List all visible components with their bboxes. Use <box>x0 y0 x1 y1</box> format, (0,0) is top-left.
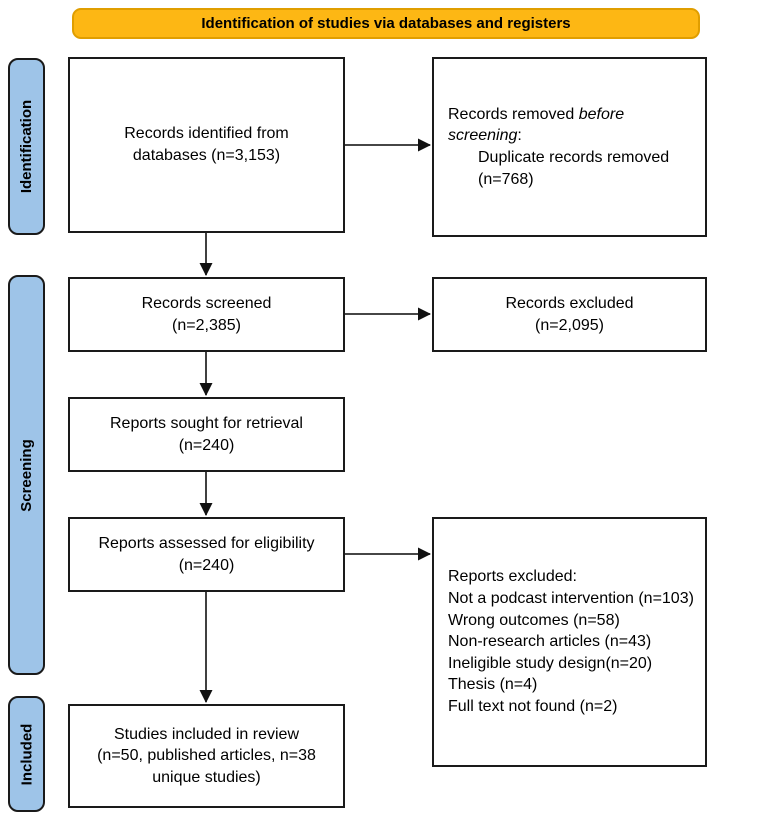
box-records-excluded: Records excluded (n=2,095) <box>432 277 707 352</box>
stage-bar-screening: Screening <box>8 275 45 675</box>
reports-assessed-line: Reports assessed for eligibility <box>98 534 315 552</box>
box-studies-included: Studies included in review (n=50, publis… <box>68 704 345 808</box>
records-identified-line: Records identified from <box>124 125 289 143</box>
stage-bar-included: Included <box>8 696 45 812</box>
box-reports-sought: Reports sought for retrieval (n=240) <box>68 397 345 472</box>
reports-sought-line: Reports sought for retrieval <box>110 414 303 432</box>
records-removed-detail: Duplicate records removed (n=768) <box>478 149 670 188</box>
records-excluded-line: (n=2,095) <box>535 316 604 334</box>
exclusion-reason: Wrong outcomes (n=58) <box>448 611 620 629</box>
box-records-identified: Records identified from databases (n=3,1… <box>68 57 345 233</box>
reports-sought-line: (n=240) <box>178 436 235 454</box>
records-screened-line: Records screened <box>141 294 272 312</box>
records-screened-line: (n=2,385) <box>172 316 241 334</box>
box-reports-assessed: Reports assessed for eligibility (n=240) <box>68 517 345 592</box>
box-records-screened: Records screened (n=2,385) <box>68 277 345 352</box>
reports-assessed-line: (n=240) <box>178 556 235 574</box>
stage-label-screening: Screening <box>18 438 35 512</box>
records-removed-line: screening: <box>448 127 522 145</box>
records-removed-line: Records removed before <box>448 105 625 123</box>
stage-bar-identification: Identification <box>8 58 45 235</box>
studies-included-line: unique studies) <box>152 768 261 786</box>
records-identified-line: databases (n=3,153) <box>132 147 281 164</box>
studies-included-line: (n=50, published articles, n=38 <box>97 747 316 765</box>
exclusion-reason: Full text not found (n=2) <box>448 697 618 715</box>
box-records-removed: Records removed before screening: Duplic… <box>432 57 707 237</box>
banner-title: Identification of studies via databases … <box>201 15 571 32</box>
records-excluded-line: Records excluded <box>505 294 634 312</box>
exclusion-reason: Not a podcast intervention (n=103) <box>448 590 694 608</box>
exclusion-reason: Non-research articles (n=43) <box>448 633 652 651</box>
banner: Identification of studies via databases … <box>72 8 700 39</box>
exclusion-reason: Thesis (n=4) <box>448 676 538 694</box>
stage-label-included: Included <box>18 723 36 785</box>
exclusion-reason: Ineligible study design(n=20) <box>448 654 653 672</box>
stage-label-identification: Identification <box>18 99 35 194</box>
box-reports-excluded: Reports excluded: Not a podcast interven… <box>432 517 707 767</box>
studies-included-line: Studies included in review <box>114 725 299 743</box>
reports-excluded-title: Reports excluded: <box>448 568 577 586</box>
